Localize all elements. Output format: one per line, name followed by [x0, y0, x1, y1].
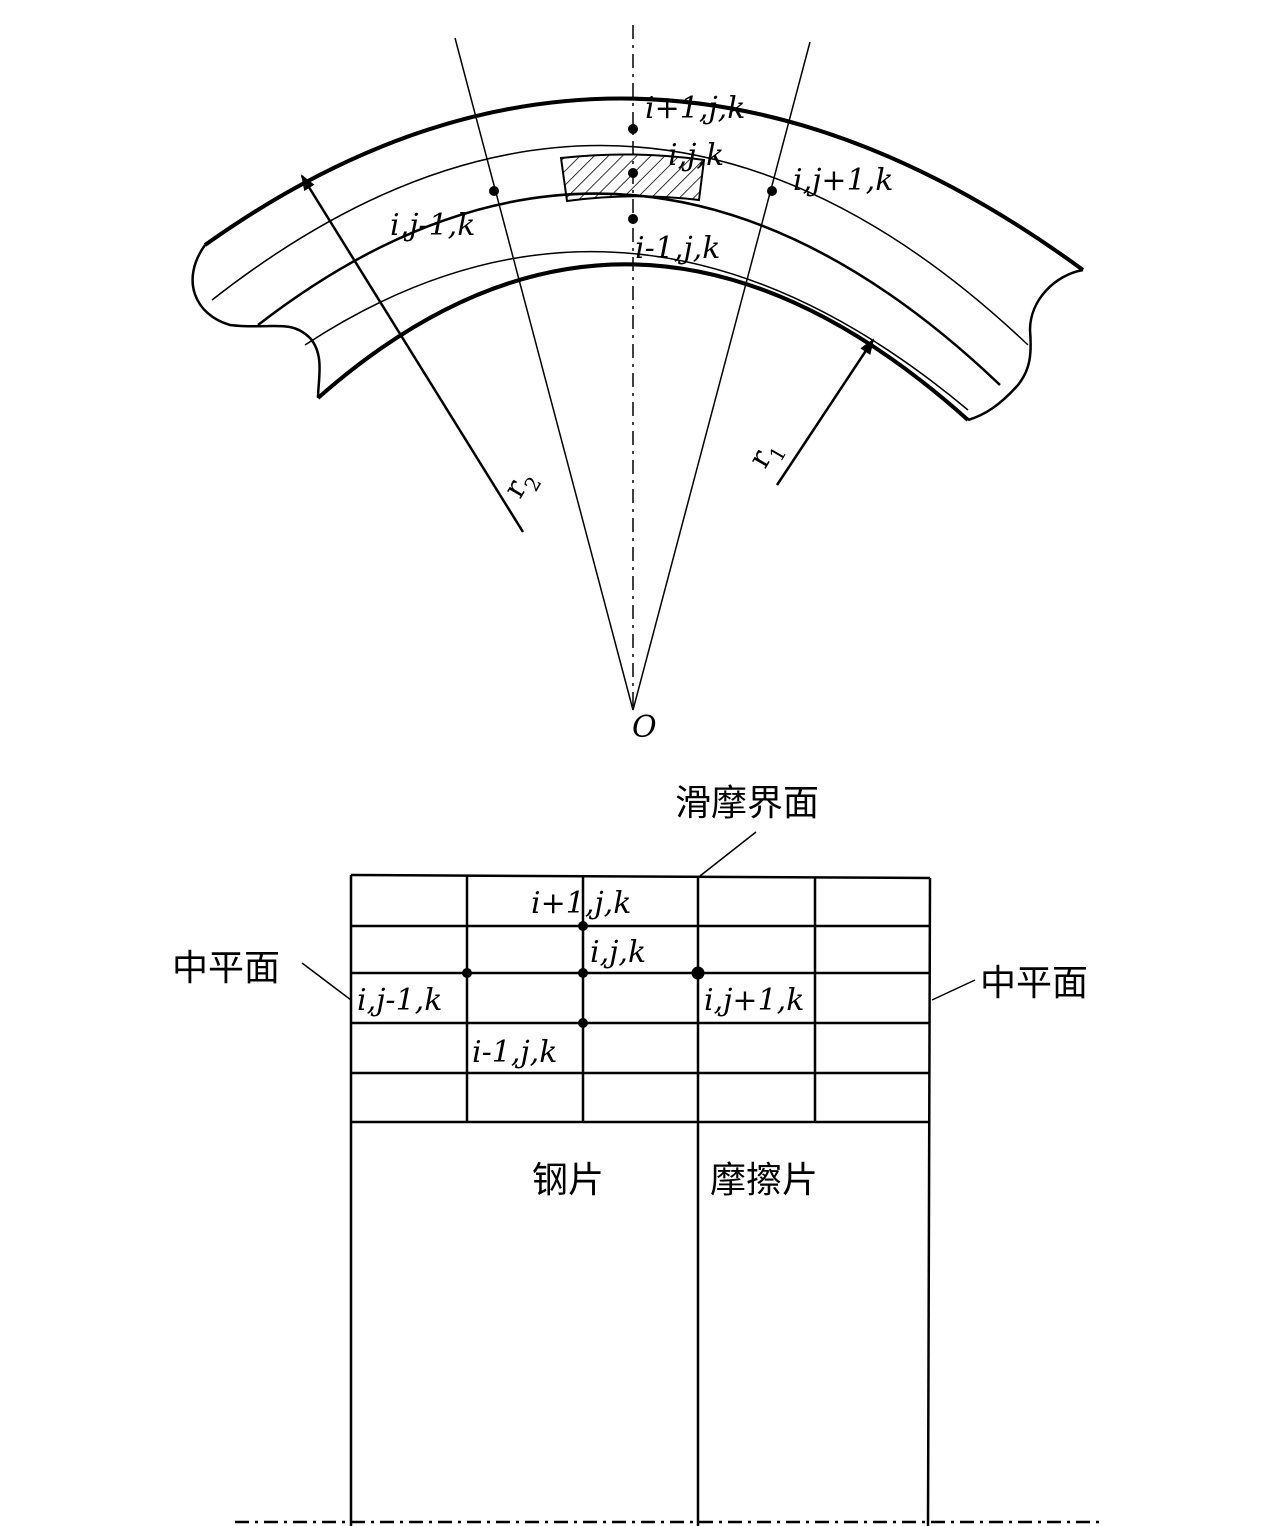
grid-label-left: i,j-1,k — [357, 983, 442, 1018]
radial-right — [632, 41, 811, 711]
leader-mid-plane-right — [931, 979, 976, 1001]
mid-plane-left-label: 中平面 — [172, 948, 280, 989]
node-center — [628, 168, 638, 178]
steel-plate-label: 钢片 — [532, 1160, 604, 1201]
grid-hline-0 — [350, 873, 931, 880]
node-down — [628, 214, 638, 224]
left-break-edge — [191, 244, 321, 399]
right-break-edge — [967, 268, 1084, 422]
node-right — [767, 186, 777, 196]
friction-plate-label: 摩擦片 — [710, 1160, 818, 1201]
node-left — [489, 186, 499, 196]
label-r1: r 1 — [742, 442, 792, 474]
arc-2 — [211, 144, 1029, 346]
sliding-interface-label: 滑摩界面 — [675, 783, 819, 824]
outer-arc — [203, 96, 1085, 272]
label-node-down: i-1,j,k — [635, 231, 720, 266]
frame-right — [926, 877, 932, 1526]
radial-left — [454, 37, 634, 711]
grid-node-up — [578, 921, 588, 931]
label-node-right: i,j+1,k — [793, 163, 893, 198]
mid-plane-right-label: 中平面 — [980, 963, 1088, 1004]
top-view: i+1,j,k i,j,k i,j+1,k i,j-1,k i-1,j,k r … — [191, 25, 1085, 745]
bottom-view: i+1,j,k i,j,k i,j-1,k i,j+1,k i-1,j,k 滑摩… — [172, 783, 1105, 1526]
grid-node-down — [578, 1018, 588, 1028]
grid-label-up: i+1,j,k — [531, 886, 631, 921]
leader-mid-plane-left — [301, 962, 352, 1001]
radius-r2-arrow — [300, 174, 525, 533]
radius-r1-arrow — [775, 338, 875, 486]
label-node-left: i,j-1,k — [390, 208, 475, 243]
grid-label-center: i,j,k — [590, 935, 646, 970]
grid-label-down: i-1,j,k — [472, 1035, 557, 1070]
label-node-center: i,j,k — [668, 138, 724, 173]
grid-node-right — [691, 966, 705, 980]
grid-node-center — [578, 968, 588, 978]
node-up — [628, 124, 638, 134]
leader-sliding-interface — [699, 831, 757, 877]
grid-node-left — [462, 968, 472, 978]
label-origin: O — [632, 710, 657, 745]
label-node-up: i+1,j,k — [645, 91, 745, 126]
grid-label-right: i,j+1,k — [704, 983, 804, 1018]
